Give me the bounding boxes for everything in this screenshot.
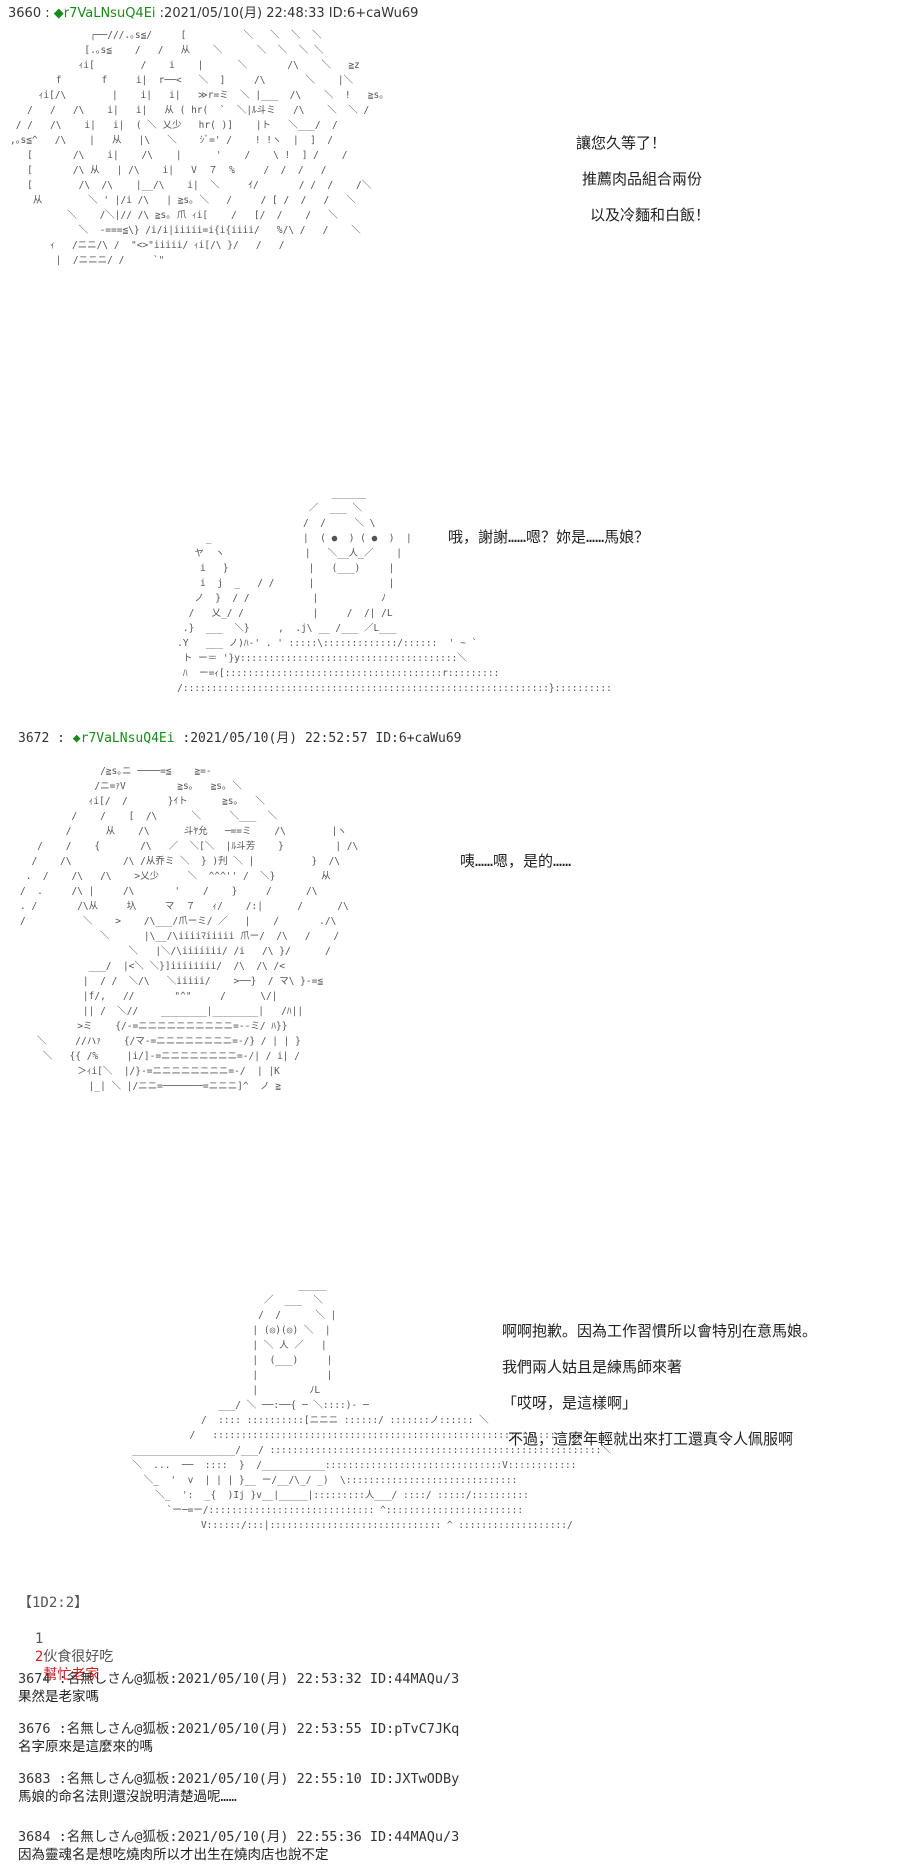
reply-meta: 3674 :名無しさん@狐板:2021/05/10(月) 22:53:32 ID… bbox=[18, 1671, 460, 1687]
reply-text: 名字原來是這麼來的嗎 bbox=[18, 1739, 153, 1755]
dialogue-line: 以及冷麵和白飯！ bbox=[590, 206, 711, 224]
post-date: :2021/05/10(月) 22:48:33 ID:6+caWu69 bbox=[159, 6, 419, 21]
reply-post: 3676 :名無しさん@狐板:2021/05/10(月) 22:53:55 ID… bbox=[18, 1720, 459, 1756]
dialogue-line: 哦，謝謝……嗯？妳是……馬娘？ bbox=[448, 528, 650, 546]
vote-option: 1 伙食很好吃 bbox=[18, 1612, 113, 1666]
reply-text: 馬娘的命名法則還沒說明清楚過呢…… bbox=[18, 1789, 237, 1805]
dialogue-line: 咦……嗯，是的…… bbox=[460, 852, 572, 870]
reply-text: 因為靈魂名是想吃燒肉所以才出生在燒肉店也說不定 bbox=[18, 1847, 329, 1863]
dialogue-line: 推薦肉品組合兩份 bbox=[582, 170, 703, 188]
reply-post: 3674 :名無しさん@狐板:2021/05/10(月) 22:53:32 ID… bbox=[18, 1670, 459, 1706]
post-header: 3672 : ◆r7VaLNsuQ4Ei :2021/05/10(月) 22:5… bbox=[18, 731, 462, 746]
dice-roll-title: 【1D2:2】 bbox=[18, 1595, 89, 1611]
ascii-art-waitress: ┌──///.｡s≦/ [ ＼ ＼ ＼ ＼ [.｡s≦ / / 从 ＼ ＼ ＼ … bbox=[10, 30, 818, 1863]
poster-trip[interactable]: ◆r7VaLNsuQ4Ei bbox=[72, 731, 175, 746]
dialogue-line: 啊啊抱歉。因為工作習慣所以會特別在意馬娘。 bbox=[502, 1322, 818, 1340]
post-number: 3660 bbox=[8, 6, 42, 21]
vote-option-number: 1 bbox=[34, 1631, 44, 1647]
ascii-art-trainer: ______ ／ ___ ＼ / / ＼ \ _ | ( ● ) ( ● ) |… bbox=[177, 488, 612, 694]
post-date: :2021/05/10(月) 22:52:57 ID:6+caWu69 bbox=[182, 731, 462, 746]
reply-meta: 3684 :名無しさん@狐板:2021/05/10(月) 22:55:36 ID… bbox=[18, 1829, 460, 1845]
reply-post: 3683 :名無しさん@狐板:2021/05/10(月) 22:55:10 ID… bbox=[18, 1770, 459, 1806]
dialogue-line: 我們兩人姑且是練馬師來著 bbox=[502, 1358, 683, 1376]
reply-meta: 3683 :名無しさん@狐板:2021/05/10(月) 22:55:10 ID… bbox=[18, 1771, 460, 1787]
dialogue-line: 讓您久等了！ bbox=[576, 134, 667, 152]
vote-option-text: 幫忙老家 bbox=[43, 1667, 100, 1683]
vote-option-number: 2 bbox=[34, 1649, 44, 1665]
dialogue-line: 「哎呀，是這樣啊」 bbox=[502, 1394, 638, 1412]
vote-option-selected: 2 幫忙老家 bbox=[18, 1630, 99, 1684]
poster-trip[interactable]: ◆r7VaLNsuQ4Ei bbox=[53, 6, 156, 21]
ascii-art-trainer-glasses: _____ ／ ___ ＼ / / ＼ | | (◎)(◎) ＼ | | ＼ 人… bbox=[132, 1280, 611, 1531]
reply-post: 3684 :名無しさん@狐板:2021/05/10(月) 22:55:36 ID… bbox=[18, 1828, 459, 1864]
post-header: 3660 : ◆r7VaLNsuQ4Ei :2021/05/10(月) 22:4… bbox=[8, 6, 419, 21]
ascii-art-waitress-closeup: /≧s｡ニ ────=≦ ≧=- /ニ=ｧV ≧s｡ ≧s｡ ＼ ｨi[/ / … bbox=[20, 766, 359, 1092]
reply-text: 果然是老家嗎 bbox=[18, 1689, 99, 1705]
vote-option-text: 伙食很好吃 bbox=[43, 1649, 114, 1665]
dialogue-line: 不過，這麼年輕就出來打工還真令人佩服啊 bbox=[508, 1430, 794, 1448]
post-number: 3672 bbox=[18, 731, 50, 746]
reply-meta: 3676 :名無しさん@狐板:2021/05/10(月) 22:53:55 ID… bbox=[18, 1721, 460, 1737]
